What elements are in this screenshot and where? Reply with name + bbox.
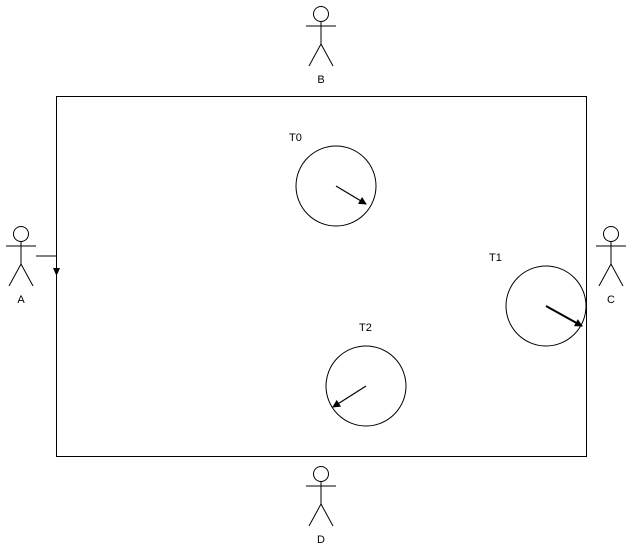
actor-b-label: B [317,74,324,86]
timer-t1-dial [505,265,587,347]
timer-t1: T1 [489,252,587,347]
arena-rectangle [56,96,587,457]
actor-c: C [596,226,626,306]
actor-d-label: D [317,534,325,546]
timer-t0-label: T0 [289,132,302,144]
actor-a-label: A [17,294,25,306]
timer-t2-hand-icon [332,385,367,408]
arrowhead-icon [53,268,60,276]
actor-a-connector [36,255,60,276]
timer-t1-hand-icon [545,305,583,327]
stick-figure-icon [6,226,36,287]
stick-figure-icon [306,466,336,527]
timer-t2: T2 [325,322,407,427]
timer-t2-dial [325,345,407,427]
stick-figure-icon [596,226,626,287]
timer-t1-label: T1 [489,252,502,264]
timer-t0-hand-icon [335,185,367,205]
actor-d: D [306,466,336,546]
actor-c-label: C [607,294,615,306]
timer-t2-label: T2 [359,322,372,334]
timer-t0-dial [295,145,377,227]
stick-figure-icon [306,6,336,67]
timer-t0: T0 [289,132,377,227]
actor-b: B [306,6,336,86]
actor-a: A [6,226,36,306]
